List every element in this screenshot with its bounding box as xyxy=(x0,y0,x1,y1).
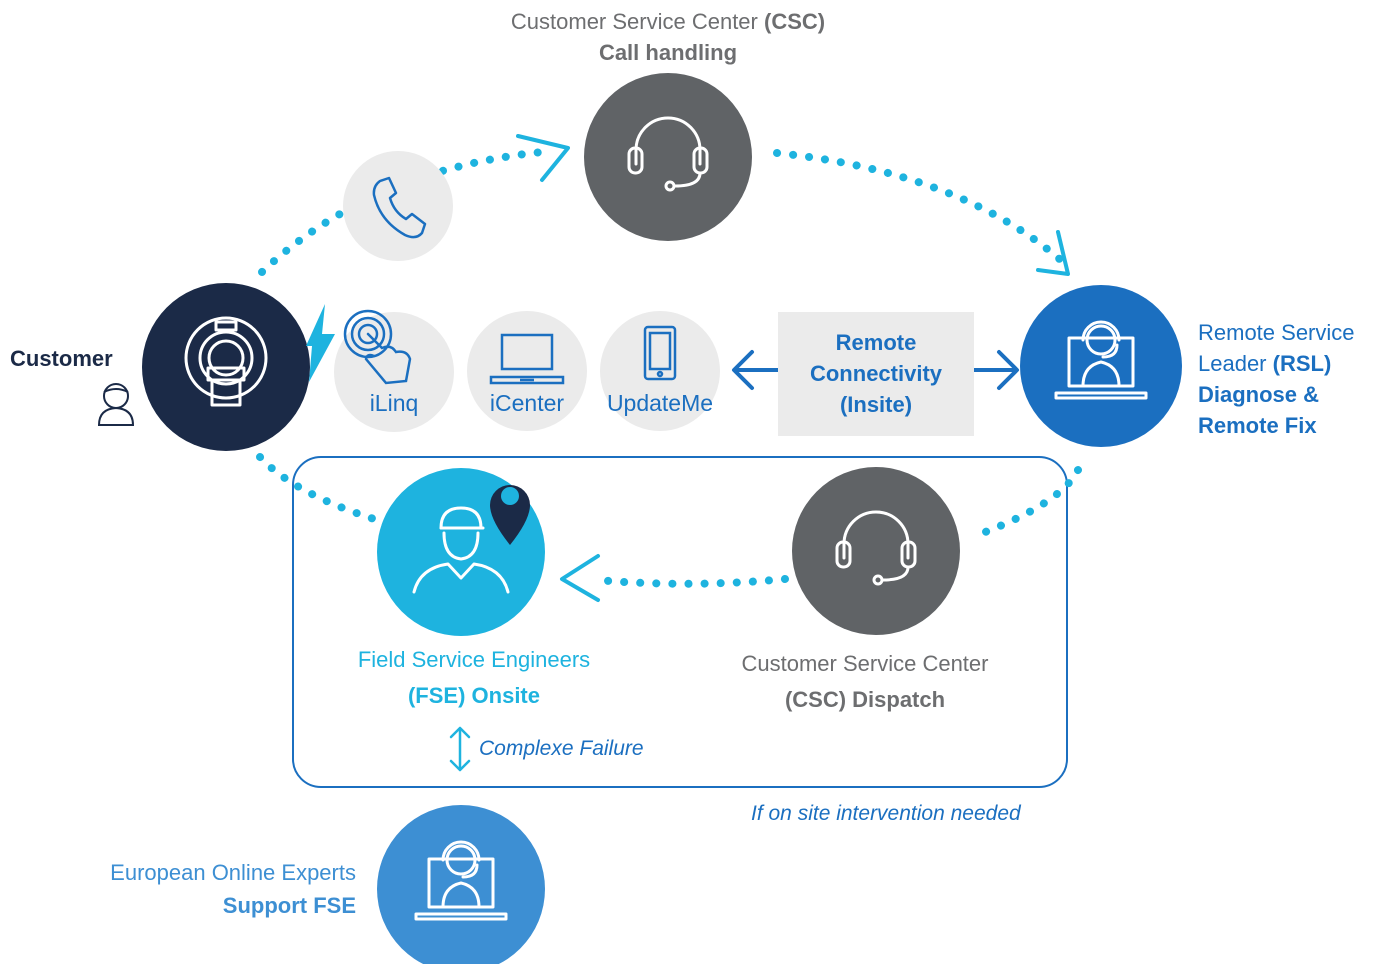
fse-node xyxy=(377,468,545,636)
icenter-label: iCenter xyxy=(489,390,565,416)
remote-connectivity-box xyxy=(778,312,974,436)
laptop-icon xyxy=(489,333,565,385)
intervention-note: If on site intervention needed xyxy=(751,802,1021,825)
updateme-node xyxy=(600,311,720,431)
fse-label: Field Service Engineers (FSE) Onsite xyxy=(357,647,591,708)
connector-fse-to-customer xyxy=(256,453,409,532)
mri-scanner-icon xyxy=(184,316,268,407)
csc-top-label: Customer Service Center (CSC) Call handl… xyxy=(510,9,826,65)
arrow-to-rsl-icon xyxy=(1036,230,1070,276)
smartphone-icon xyxy=(643,325,677,381)
headset-icon xyxy=(835,510,917,586)
arrow-to-fse-icon xyxy=(560,554,600,602)
connector-dispatch-to-fse xyxy=(593,575,789,588)
lightning-bolt-icon xyxy=(306,304,335,382)
person-icon xyxy=(97,383,135,426)
customer-label: Customer xyxy=(10,346,113,371)
iling-label: iLinq xyxy=(369,390,419,416)
arrow-right-icon xyxy=(997,350,1019,390)
csc-top-node xyxy=(584,73,752,241)
iling-node xyxy=(334,309,454,432)
headset-icon xyxy=(627,116,709,192)
csc-dispatch-node xyxy=(792,467,960,635)
location-pin-icon xyxy=(490,485,530,545)
arrow-left-icon xyxy=(732,350,754,390)
customer-node xyxy=(142,283,335,451)
experts-label: European Online Experts Support FSE xyxy=(110,860,356,918)
touch-hand-icon xyxy=(343,309,412,385)
rsl-label: Remote Service Leader (RSL) Diagnose & R… xyxy=(1198,320,1355,438)
support-agent-laptop-icon xyxy=(1054,320,1148,400)
remote-connectivity-label: Remote Connectivity (Insite) xyxy=(809,330,943,417)
complexe-failure-label: Complexe Failure xyxy=(479,737,644,760)
double-arrow-icon xyxy=(449,726,471,772)
icenter-node xyxy=(467,311,587,431)
dispatch-box-frame xyxy=(292,456,1068,788)
support-agent-laptop-icon xyxy=(414,840,508,921)
arrow-to-csc-icon xyxy=(516,134,570,182)
connector-csc-to-rsl xyxy=(773,149,1067,266)
phone-icon xyxy=(372,176,427,239)
engineer-icon xyxy=(412,506,510,594)
connector-rsl-to-dispatch xyxy=(968,466,1082,541)
csc-dispatch-label: Customer Service Center (CSC) Dispatch xyxy=(741,651,989,712)
experts-node xyxy=(377,805,545,964)
rsl-node xyxy=(1020,285,1182,447)
updateme-label: UpdateMe xyxy=(606,390,714,416)
phone-node xyxy=(343,151,453,261)
